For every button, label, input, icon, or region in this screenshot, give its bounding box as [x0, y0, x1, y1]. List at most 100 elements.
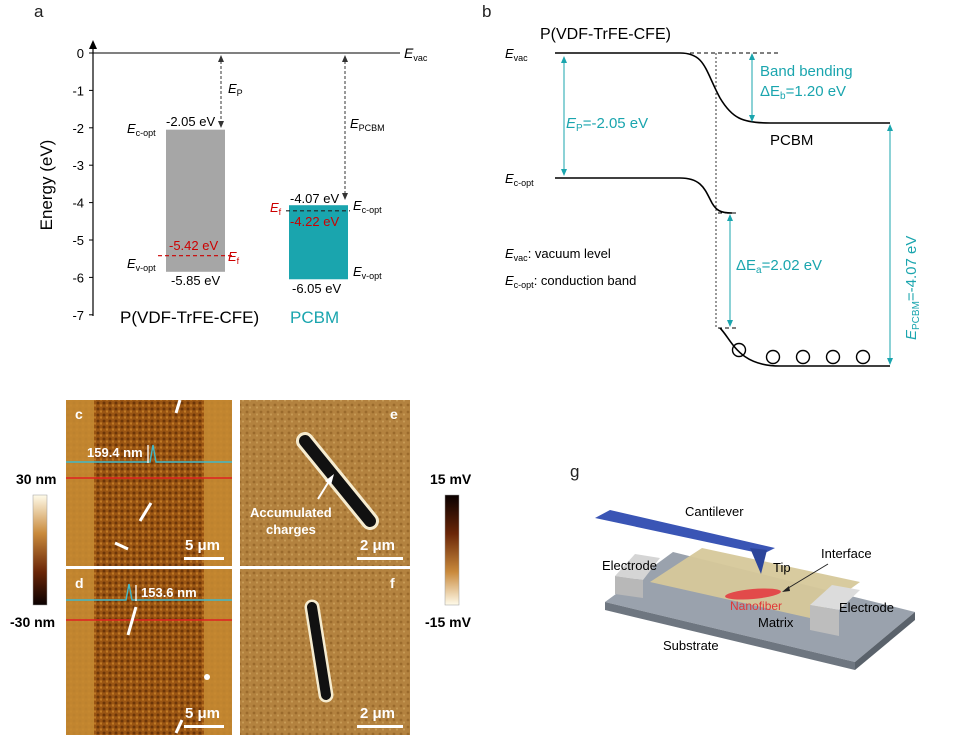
b-epcbm-label: EPCBM=-4.07 eV	[903, 236, 922, 340]
panel-b-band-bending: P(VDF-TrFE-CFE) Evac Ec-opt EP=-2.05 eV …	[505, 26, 922, 367]
substrate-side	[605, 602, 855, 670]
conduction-band-curve-left	[555, 177, 733, 214]
nanofiber	[725, 588, 781, 600]
charges-label: charges	[266, 522, 316, 537]
y-axis-arrow	[89, 40, 97, 49]
y-tick-label: -3	[72, 158, 84, 173]
y-tick-label: 0	[77, 46, 84, 61]
accumulated-label: Accumulated	[250, 505, 332, 520]
height-label-c: 159.4 nm	[87, 445, 143, 460]
colorbar-potential-bottom: -15 mV	[425, 614, 472, 630]
y-tick-label: -1	[72, 83, 84, 98]
electron-circle	[765, 349, 781, 365]
electron-circles	[731, 342, 871, 365]
electrode-right-side	[810, 605, 839, 636]
afm-image-c: c 159.4 nm 5 μm	[66, 399, 232, 566]
conduction-band-curve-right	[719, 327, 890, 367]
pcbm-ev-label: Ev-opt	[353, 264, 382, 281]
cantilever	[595, 510, 775, 554]
afm-panels: 30 nm -30 nm 15 mV -15 mV c 159.4 nm 5 μ…	[10, 399, 472, 735]
tip	[750, 548, 767, 574]
b-pcbm-label: PCBM	[770, 132, 813, 149]
afm-image-d: d 153.6 nm 5 μm	[66, 569, 232, 735]
interface-label: Interface	[821, 546, 872, 561]
b-delta-eb-label: ΔEb=1.20 eV	[760, 83, 846, 102]
y-tick-label: -4	[72, 196, 84, 211]
electrode-left-side	[615, 576, 643, 598]
pvdf-ef-label: Ef	[228, 249, 240, 266]
electron-circle	[825, 349, 841, 365]
panel-label-c: c	[75, 406, 83, 422]
vacuum-level-curve	[555, 52, 890, 124]
electron-circle	[795, 349, 811, 365]
scale-bar-c	[184, 557, 224, 560]
height-profile-d	[66, 583, 232, 601]
colorbar-potential	[444, 494, 460, 606]
ep-arrow-tail	[218, 55, 224, 62]
pvdf-ev-value: -5.85 eV	[171, 273, 220, 288]
colorbar-height	[32, 494, 48, 606]
electron-circle	[731, 342, 747, 358]
substrate-edge	[855, 612, 915, 670]
matrix	[650, 548, 860, 618]
pcbm-ec-value: -4.07 eV	[290, 191, 339, 206]
scale-label-d: 5 μm	[185, 705, 220, 722]
substrate-label: Substrate	[663, 638, 719, 653]
height-label-d: 153.6 nm	[141, 585, 197, 600]
pcbm-ec-label: Ec-opt	[353, 198, 382, 215]
scale-bar-d	[184, 725, 224, 728]
y-ticks: 0 -1 -2 -3 -4 -5 -6 -7	[72, 46, 93, 323]
scale-bar-e	[357, 557, 403, 560]
b-teal-arrows	[561, 53, 893, 365]
bar-pvdf-band	[166, 129, 225, 272]
afm-image-f: f 2 μm	[240, 569, 410, 735]
electron-circle	[855, 349, 871, 365]
colorbar-height-bottom: -30 nm	[10, 614, 55, 630]
b-delta-ea-label: ΔEa=2.02 eV	[736, 257, 822, 276]
colorbar-height-top: 30 nm	[16, 471, 56, 487]
nanofiber-f	[307, 602, 331, 700]
epcbm-arrow-head	[342, 193, 348, 200]
electrode-right-label: Electrode	[839, 600, 894, 615]
scale-bar-f	[357, 725, 403, 728]
panel-label-e: e	[390, 406, 398, 422]
pcbm-name: PCBM	[290, 308, 339, 327]
bar-pcbm-band	[289, 205, 348, 280]
nanofiber-e	[299, 435, 376, 527]
pvdf-ec-label: Ec-opt	[127, 121, 156, 138]
pvdf-ef-value: -5.42 eV	[169, 238, 218, 253]
b-evac-label: Evac	[505, 46, 528, 63]
epcbm-arrow-tail	[342, 55, 348, 62]
ep-label: EP	[228, 81, 243, 98]
electrode-right	[810, 585, 860, 610]
y-tick-label: -2	[72, 121, 84, 136]
evac-label: Evac	[404, 45, 428, 63]
interface-pointer-head	[782, 586, 790, 592]
panel-label-g: g	[570, 462, 580, 481]
panel-g-schematic: Cantilever Electrode Electrode Tip Inter…	[595, 504, 915, 670]
pcbm-ev-value: -6.05 eV	[292, 281, 341, 296]
y-tick-label: -6	[72, 270, 84, 285]
cantilever-label: Cantilever	[685, 504, 744, 519]
pvdf-ec-value: -2.05 eV	[166, 114, 215, 129]
b-band-bending-label: Band bending	[760, 63, 853, 80]
epcbm-label: EPCBM	[350, 116, 385, 133]
electrode-left	[615, 554, 660, 580]
panel-label-d: d	[75, 575, 84, 591]
ep-arrow-head	[218, 121, 224, 128]
nanofiber-label: Nanofiber	[730, 599, 782, 613]
colorbar-potential-top: 15 mV	[430, 471, 472, 487]
b-legend-ecopt: Ec-opt: conduction band	[505, 273, 636, 290]
scale-label-c: 5 μm	[185, 537, 220, 554]
panel-label-f: f	[390, 575, 395, 591]
y-tick-label: -5	[72, 233, 84, 248]
tip-label: Tip	[773, 560, 791, 575]
b-top-label: P(VDF-TrFE-CFE)	[540, 26, 671, 43]
pcbm-ef-value: -4.22 eV	[290, 214, 339, 229]
b-ecopt-label: Ec-opt	[505, 171, 534, 188]
afm-image-e: e Accumulated charges 2 μm	[240, 400, 410, 566]
y-tick-label: -7	[72, 308, 84, 323]
pcbm-ef-label: Ef	[270, 200, 282, 217]
b-legend-evac: Evac: vacuum level	[505, 246, 611, 263]
pvdf-name: P(VDF-TrFE-CFE)	[120, 308, 259, 327]
